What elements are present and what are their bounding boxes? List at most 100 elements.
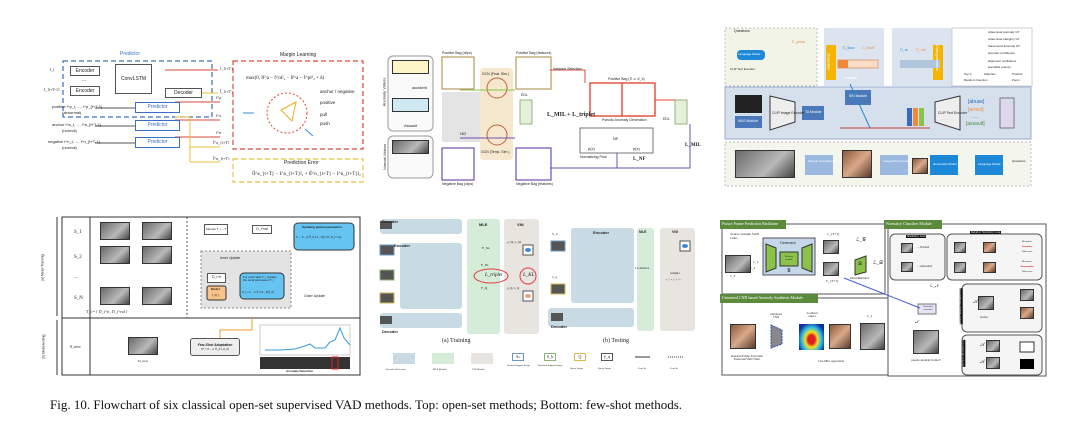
normal-input-thumb bbox=[901, 243, 913, 253]
i3d-label: I3D bbox=[460, 131, 467, 136]
maximize1-line1: Maximize bbox=[1022, 240, 1033, 243]
input-it: I_t bbox=[50, 67, 55, 72]
future-frame-thumb bbox=[823, 240, 839, 254]
loss-nf: L_NF bbox=[633, 157, 646, 162]
encoder-label: Encoder bbox=[394, 243, 411, 248]
legend-vni: VNI Module bbox=[472, 368, 485, 371]
maximize1-line2: Normalcy bbox=[1022, 245, 1033, 248]
c-cnt-label: C_cnt bbox=[916, 47, 926, 52]
testing-label: (b) Testing bbox=[603, 338, 629, 344]
relative-loss-title: Relative Normalcy Loss bbox=[970, 230, 1002, 234]
maximize2-line2: Abnormality bbox=[1020, 265, 1034, 268]
legend-anomaly-confidence: anomaly confidence bbox=[988, 51, 1015, 55]
inner-update-label: Inner Update bbox=[220, 256, 241, 260]
feature-fn: f^n bbox=[216, 130, 222, 135]
normalcy-loss-title: Normalcy Loss bbox=[906, 234, 927, 238]
kl-loss: L_KL bbox=[523, 273, 535, 278]
row-negative-sub: (normal) bbox=[62, 145, 77, 150]
panel6-shapes bbox=[720, 220, 1047, 377]
v1-cutmix-label: v_1 bbox=[867, 314, 873, 318]
test-decoder-label: Decoder bbox=[551, 324, 568, 329]
anomaly-video-thumb-1 bbox=[392, 60, 429, 74]
maximize2-line3: Difference bbox=[1022, 270, 1033, 273]
generative-model-label: Generative Model bbox=[933, 162, 957, 166]
legend-conv2d: Conv2d bbox=[638, 367, 646, 370]
normal-label: →Normal bbox=[917, 245, 930, 249]
language-model-label-2: Language Model bbox=[978, 162, 1001, 166]
pred-output-a: Î^a_{t+T} bbox=[213, 140, 230, 145]
panel5-shapes bbox=[379, 219, 695, 364]
accident-label: accident bbox=[412, 85, 427, 90]
legend-frame-anomaly-gt: frame-level anomaly GT bbox=[988, 44, 1021, 48]
cutmix-label: Cut-Mix operation bbox=[818, 359, 845, 363]
pseudo-anomaly-gen-label: Pseudo Anomaly Generation bbox=[602, 118, 647, 122]
dval-box: D_i^val bbox=[252, 225, 272, 234]
feature-fa: f^a bbox=[216, 113, 221, 118]
panel-clip-vad: Questions Language Model CLIP Text Encod… bbox=[720, 20, 1060, 200]
scene-thumb-na bbox=[100, 287, 130, 305]
synthesis-title: Untrained CNN based Anomaly Synthesis Mo… bbox=[722, 295, 803, 300]
px-label-2: p(x) bbox=[633, 146, 640, 151]
legend-box-yq: ŷ_q bbox=[601, 353, 613, 361]
anchor-thumb bbox=[978, 296, 994, 310]
a-label-1: 𝒜 bbox=[973, 300, 978, 305]
lg-label: ℒ_𝒢 bbox=[856, 238, 866, 243]
relative-thumb-4 bbox=[983, 262, 996, 273]
ln-label: ℒ_𝒩 bbox=[930, 283, 939, 288]
img2clip-label: Image2clip Animation bbox=[883, 159, 912, 163]
panel-margin-learning: Predictor Encoder Encoder ... ConvLSTM D… bbox=[40, 20, 380, 200]
scene-ellipsis: ... bbox=[74, 275, 78, 280]
op-topk: Top K bbox=[964, 72, 972, 76]
nag-module-label: NAG Module bbox=[738, 119, 759, 123]
classifier-module-title: Normalcy Classifier Module bbox=[886, 221, 932, 226]
s-new-label: S_new bbox=[70, 344, 81, 349]
detector-label: Detector bbox=[844, 76, 858, 80]
sample-sub-label: z_1, z_2, z_3 ... bbox=[666, 278, 682, 281]
target-frame-thumb bbox=[860, 323, 885, 350]
neg-bag-clips-label: Negative Bag (clips) bbox=[442, 182, 474, 186]
attention-loss-label: Attention Affirmation Loss bbox=[961, 339, 965, 367]
new-scene-thumb bbox=[128, 337, 158, 355]
gcn-temp-label: GCN (Temp. Sim.) bbox=[481, 150, 510, 154]
legend-pull: pull bbox=[320, 112, 328, 117]
attention-thumb-2 bbox=[986, 357, 1000, 369]
legend-box-sb: S_b bbox=[544, 353, 556, 361]
encoder-box-1: Encoder bbox=[70, 66, 100, 76]
v2-label: v_2 bbox=[750, 266, 756, 270]
predicted-frame-thumb bbox=[823, 262, 839, 276]
row-positive-sub: (abnormal) bbox=[62, 110, 82, 115]
feature-fq: F_Q bbox=[481, 286, 488, 290]
pos-bag-features-label: Positive Bag (features) bbox=[516, 51, 552, 55]
normal-videos-label: Normal Videos bbox=[382, 143, 388, 171]
normal-video-thumb bbox=[392, 140, 429, 154]
legend-anchor-negative: anchor / negative bbox=[320, 89, 355, 94]
categorization-label: Categorization bbox=[934, 45, 940, 71]
untrained-cnn-label: untrained CNN bbox=[770, 312, 782, 319]
outer-update-label: Outer Update bbox=[304, 294, 326, 298]
questions-label-2: Questions bbox=[1012, 159, 1026, 163]
relative-thumb-1 bbox=[954, 242, 966, 253]
anomaly-detection-label: Anomaly Detection bbox=[286, 369, 314, 373]
cutmix-frame-thumb bbox=[829, 324, 851, 349]
panel-mle-vni: Decoder Encoder MLE VNI F_Sn F_Sb F_Q L_… bbox=[379, 200, 720, 380]
v-t1-label: v_{T+1} bbox=[827, 232, 840, 236]
assault-label: Assault bbox=[404, 123, 418, 128]
few-shot-formula: θ* = θ − α ∇_θ L(f_θ) bbox=[201, 347, 229, 351]
text-encoder-label: CLIP Text Encoder bbox=[938, 111, 968, 115]
random-frame-label: Random Frame from Task Irrelevant/VAD Vi… bbox=[731, 354, 763, 361]
scene-thumb-2a bbox=[100, 246, 130, 264]
legend-push: push bbox=[320, 121, 330, 126]
d-new-label: D_new bbox=[138, 359, 149, 363]
op-random-insertion: Random Insertion bbox=[964, 78, 988, 82]
vni-label: VNI bbox=[517, 222, 524, 227]
legend-conv3d: Conv3d bbox=[670, 367, 678, 370]
panel-gcn-edl: Anomaly Videos Normal Videos accident As… bbox=[380, 20, 720, 200]
anomaly-video-thumb-2 bbox=[392, 98, 429, 112]
anchor-label: anchor bbox=[980, 315, 989, 319]
c-local-label: C_local bbox=[862, 45, 875, 50]
row-anchor-sub: (normal) bbox=[62, 128, 77, 133]
feature-fsb: F_Sb bbox=[481, 263, 489, 267]
abnormal-label: →Abnormal bbox=[917, 264, 933, 268]
class-arrest: [arrest] bbox=[968, 107, 984, 113]
legend-abnormal-support: Abnormal Support Image bbox=[537, 364, 563, 367]
